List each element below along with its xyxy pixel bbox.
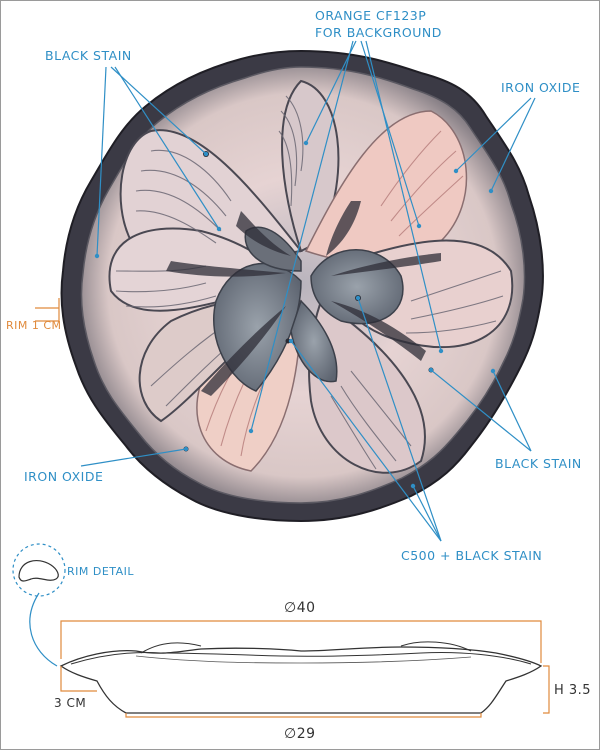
dim-rim-width: 3 CM xyxy=(54,696,86,710)
black-stain-accents xyxy=(166,201,441,396)
dim-diameter-top: ∅40 xyxy=(284,600,316,616)
dimension-lines xyxy=(60,620,550,718)
label-rim-detail: RIM DETAIL xyxy=(67,565,134,578)
rim-detail xyxy=(12,543,66,597)
plate-side-profile xyxy=(59,641,543,714)
dim-height: H 3.5 xyxy=(554,683,591,698)
label-c500: C500 + BLACK STAIN xyxy=(401,548,542,563)
plate-top-view xyxy=(60,49,544,523)
label-iron-oxide-left: IRON OXIDE xyxy=(24,469,103,484)
annotation-dots xyxy=(94,140,496,489)
label-orange-line1: ORANGE CF123P xyxy=(315,8,426,23)
label-black-stain-top: BLACK STAIN xyxy=(45,48,132,63)
label-rim: RIM 1 CM xyxy=(6,319,62,332)
dim-diameter-bottom: ∅29 xyxy=(284,726,316,742)
label-black-stain-right: BLACK STAIN xyxy=(495,456,582,471)
label-orange-line2: FOR BACKGROUND xyxy=(315,25,442,40)
label-iron-oxide-right: IRON OXIDE xyxy=(501,80,580,95)
annotation-leaders xyxy=(29,40,536,667)
rim-dimension xyxy=(35,298,60,322)
